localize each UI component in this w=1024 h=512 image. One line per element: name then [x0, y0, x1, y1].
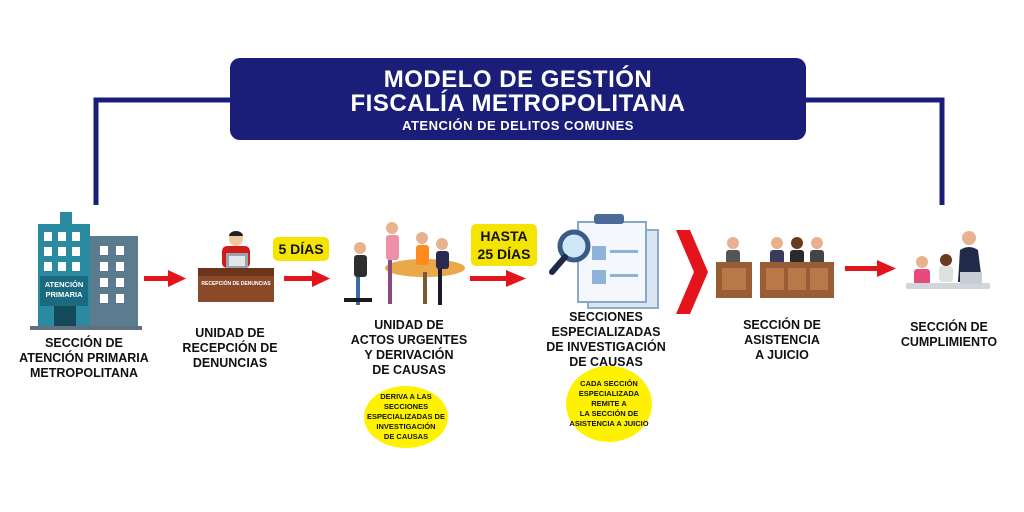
step-label-cumplimiento: SECCIÓN DE CUMPLIMIENTO: [900, 320, 998, 349]
arrow-2: [284, 270, 330, 287]
arrow-3: [470, 270, 526, 287]
building-sign-text: ATENCIÓN PRIMARIA: [44, 280, 84, 299]
connector-right: [804, 97, 945, 205]
arrow-1: [144, 270, 186, 287]
step-label-recepcion-denuncias: UNIDAD DE RECEPCIÓN DE DENUNCIAS: [182, 326, 278, 370]
building-icon: [30, 212, 142, 330]
title-banner: MODELO DE GESTIÓN FISCALÍA METROPOLITANA…: [230, 58, 806, 140]
courtroom-icon: [716, 237, 834, 298]
arrow-4-chevron: [676, 230, 708, 314]
flow-arrows: [144, 230, 896, 314]
banner-subtitle: ATENCIÓN DE DELITOS COMUNES: [402, 118, 634, 133]
investigation-clipboard-icon: [549, 214, 659, 309]
compliance-team-icon: [906, 231, 990, 289]
reception-desk-icon: [198, 231, 274, 302]
banner-title-line2: FISCALÍA METROPOLITANA: [350, 90, 686, 117]
duration-box-25-days: HASTA 25 DÍAS: [471, 224, 537, 266]
step-label-secciones-especializadas: SECCIONES ESPECIALIZADAS DE INVESTIGACIÓ…: [546, 310, 666, 369]
connector-left: [93, 97, 232, 205]
reception-desk-text: RECEPCIÓN DE DENUNCIAS: [201, 281, 271, 287]
duration-box-5-days: 5 DÍAS: [273, 237, 329, 261]
note-deriva: DERIVA A LAS SECCIONES ESPECIALIZADAS DE…: [364, 386, 448, 448]
banner-title-line1: MODELO DE GESTIÓN: [383, 66, 653, 93]
step-label-atencion-primaria: SECCIÓN DE ATENCIÓN PRIMARIA METROPOLITA…: [19, 336, 149, 380]
note-remite: CADA SECCIÓN ESPECIALIZADA REMITE A LA S…: [566, 366, 652, 442]
meeting-table-icon: [344, 222, 465, 305]
step-label-asistencia-juicio: SECCIÓN DE ASISTENCIA A JUICIO: [743, 318, 821, 362]
step-label-actos-urgentes: UNIDAD DE ACTOS URGENTES Y DERIVACIÓN DE…: [350, 318, 468, 377]
arrow-5: [845, 260, 896, 277]
